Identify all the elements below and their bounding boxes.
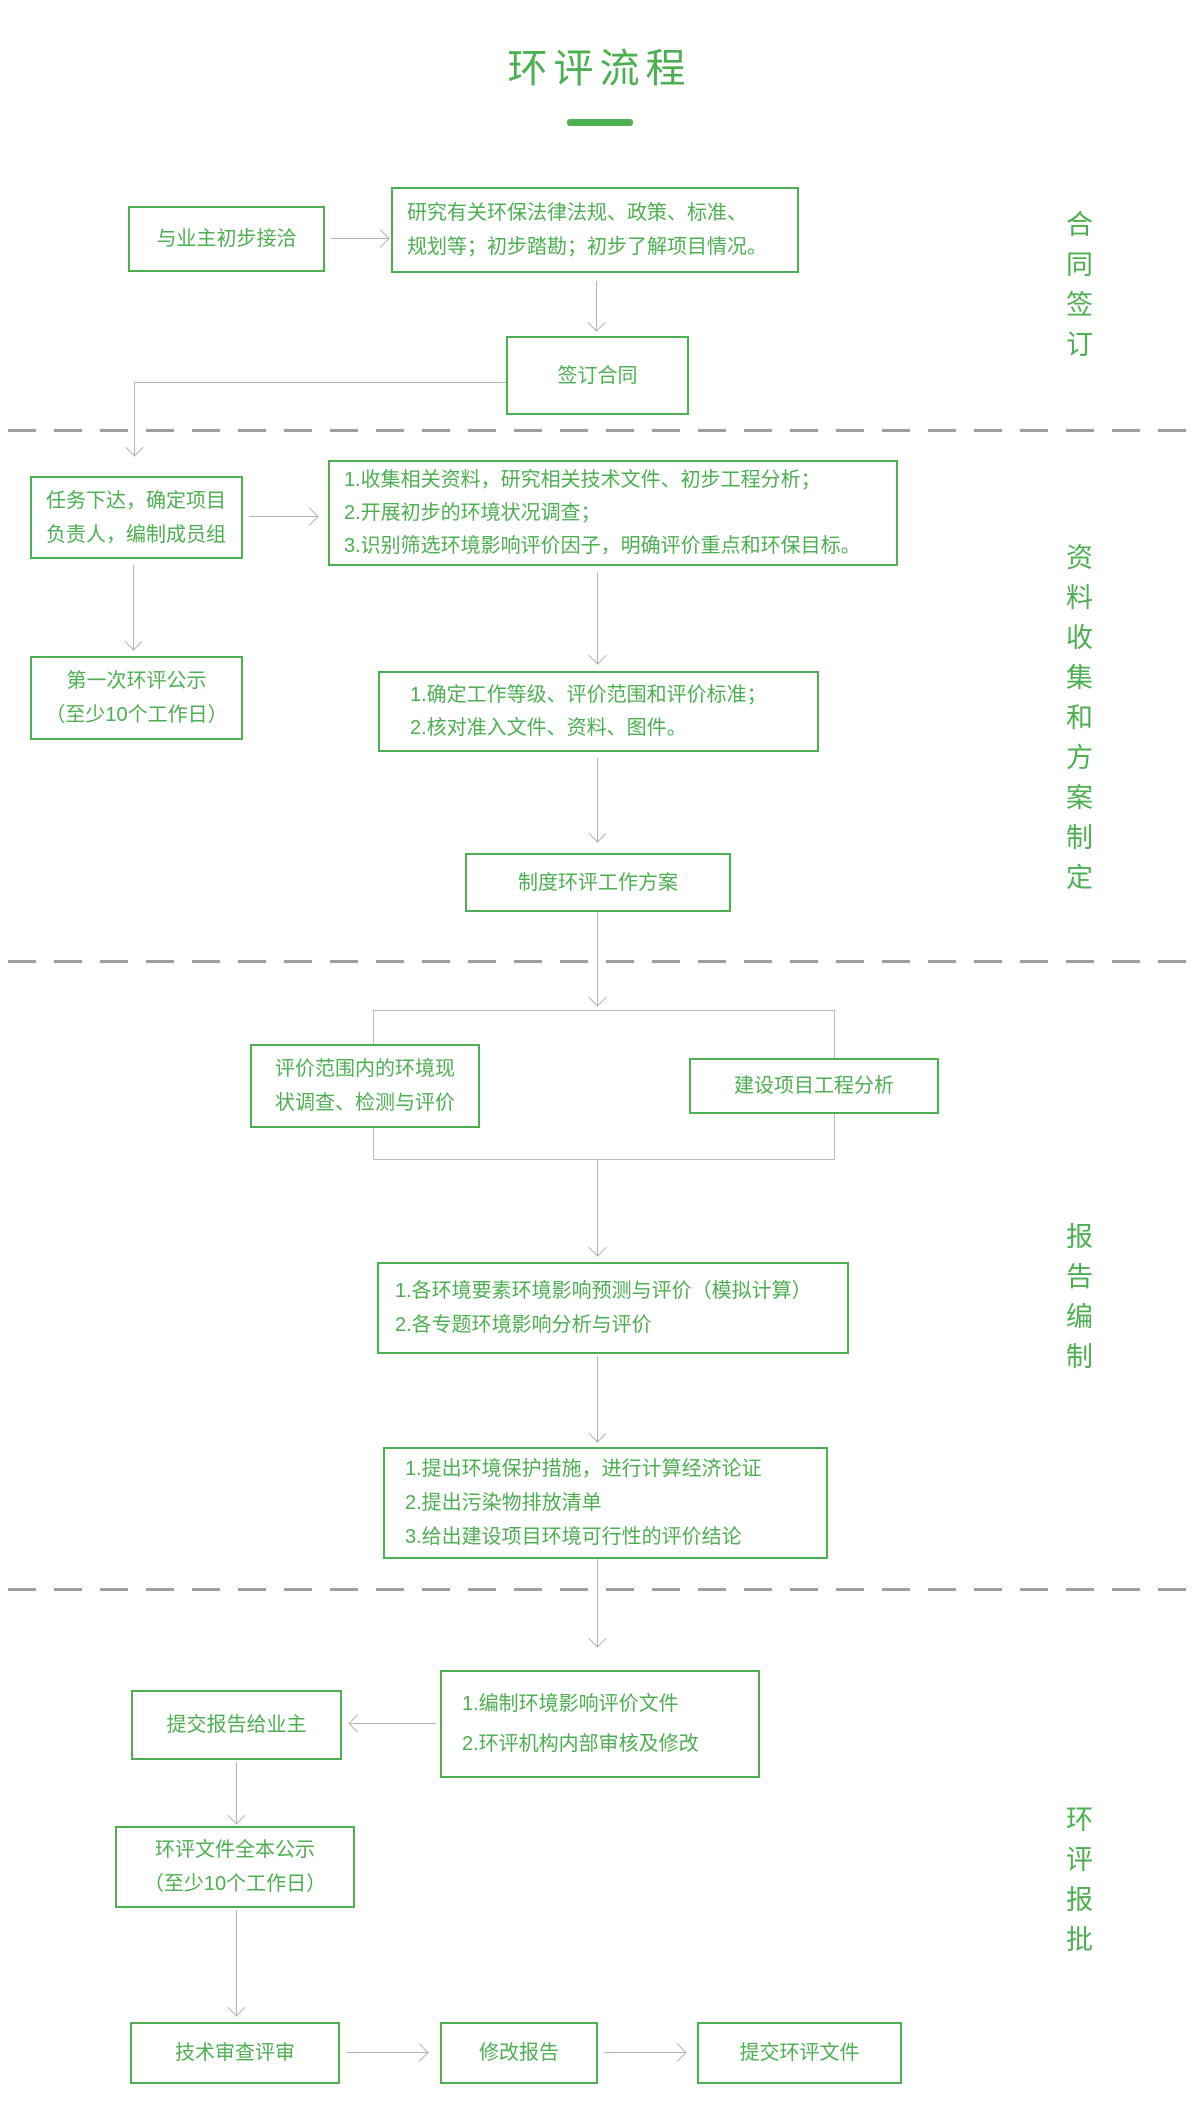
section-label-eia-approval: 环评报批	[1062, 1805, 1092, 1965]
box-protection-measures: 1.提出环境保护措施，进行计算经济论证 2.提出污染物排放清单 3.给出建设项目…	[383, 1447, 828, 1559]
box-text: 修改报告	[479, 2042, 559, 2064]
box-research-laws: 研究有关环保法律法规、政策、标准、 规划等；初步踏勘；初步了解项目情况。	[391, 187, 799, 273]
box-initial-contact: 与业主初步接洽	[128, 206, 325, 272]
section-divider	[8, 1588, 1191, 1591]
arrow-down-icon	[236, 1762, 237, 1824]
box-project-analysis: 建设项目工程分析	[689, 1058, 939, 1114]
box-task-assignment: 任务下达，确定项目 负责人，编制成员组	[30, 476, 243, 559]
box-text: 研究有关环保法律法规、政策、标准、	[407, 202, 747, 224]
arrow-down-icon	[597, 572, 598, 664]
box-status-survey: 评价范围内的环境现 状调查、检测与评价	[250, 1044, 480, 1128]
box-text: （至少10个工作日）	[143, 1873, 327, 1895]
arrow-right-icon	[604, 2052, 686, 2053]
box-text: （至少10个工作日）	[45, 704, 228, 726]
box-text: 提交报告给业主	[166, 1714, 307, 1736]
arrow-down-icon	[133, 565, 134, 650]
box-text: 与业主初步接洽	[156, 228, 297, 250]
box-text: 1.收集相关资料，研究相关技术文件、初步工程分析；	[344, 468, 821, 491]
box-text: 2.开展初步的环境状况调查；	[344, 501, 601, 524]
box-text: 3.给出建设项目环境可行性的评价结论	[405, 1526, 742, 1548]
box-impact-prediction: 1.各环境要素环境影响预测与评价（模拟计算） 2.各专题环境影响分析与评价	[377, 1262, 849, 1354]
box-text: 负责人，编制成员组	[46, 523, 226, 546]
arrow-down-icon	[597, 1356, 598, 1442]
arrow-down-icon	[597, 912, 598, 1006]
section-divider	[8, 960, 1191, 963]
arrow-down-icon	[597, 1559, 598, 1647]
box-revise-report: 修改报告	[440, 2022, 598, 2084]
box-text: 评价范围内的环境现	[275, 1058, 455, 1080]
box-text: 状调查、检测与评价	[275, 1092, 455, 1114]
box-determine-level: 1.确定工作等级、评价范围和评价标准； 2.核对准入文件、资料、图件。	[378, 671, 819, 752]
box-text: 2.提出污染物排放清单	[405, 1492, 602, 1514]
section-divider	[8, 429, 1191, 432]
arrow-left-icon	[349, 1723, 436, 1724]
box-text: 制度环评工作方案	[518, 871, 678, 894]
box-submit-to-owner: 提交报告给业主	[131, 1690, 342, 1760]
box-text: 2.核对准入文件、资料、图件。	[410, 716, 687, 739]
box-text: 任务下达，确定项目	[46, 489, 226, 512]
arrow-right-icon	[249, 516, 318, 517]
section-label-report-compilation: 报告编制	[1062, 1222, 1092, 1382]
box-collect-data: 1.收集相关资料，研究相关技术文件、初步工程分析； 2.开展初步的环境状况调查；…	[328, 460, 898, 566]
box-text: 第一次环评公示	[66, 670, 207, 692]
box-submit-eia-document: 提交环评文件	[697, 2022, 902, 2084]
arrow-right-icon	[331, 238, 389, 239]
arrow-down-icon	[597, 758, 598, 842]
arrow-down-icon	[134, 382, 135, 456]
connector-line	[134, 382, 506, 383]
box-text: 1.提出环境保护措施，进行计算经济论证	[405, 1458, 762, 1480]
box-compile-document: 1.编制环境影响评价文件 2.环评机构内部审核及修改	[440, 1670, 760, 1778]
page-title: 环评流程	[507, 47, 692, 91]
box-text: 技术审查评审	[175, 2042, 295, 2064]
arrow-right-icon	[346, 2052, 428, 2053]
box-first-publicity: 第一次环评公示 （至少10个工作日）	[30, 656, 243, 740]
box-text: 1.确定工作等级、评价范围和评价标准；	[410, 683, 767, 706]
box-text: 1.各环境要素环境影响预测与评价（模拟计算）	[395, 1280, 812, 1302]
box-text: 建设项目工程分析	[734, 1075, 894, 1097]
arrow-down-icon	[596, 281, 597, 331]
box-sign-contract: 签订合同	[506, 336, 689, 415]
title-underline	[567, 119, 633, 126]
box-text: 2.环评机构内部审核及修改	[462, 1733, 699, 1755]
box-text: 2.各专题环境影响分析与评价	[395, 1314, 652, 1336]
box-text: 3.识别筛选环境影响评价因子，明确评价重点和环保目标。	[344, 534, 861, 557]
arrow-down-icon	[236, 1910, 237, 2016]
box-text: 规划等；初步踏勘；初步了解项目情况。	[407, 236, 767, 258]
box-full-publicity: 环评文件全本公示 （至少10个工作日）	[115, 1826, 355, 1908]
box-work-plan: 制度环评工作方案	[465, 853, 731, 912]
box-text: 提交环评文件	[739, 2042, 860, 2064]
box-text: 1.编制环境影响评价文件	[462, 1693, 679, 1715]
box-technical-review: 技术审查评审	[130, 2022, 340, 2084]
arrow-down-icon	[597, 1160, 598, 1256]
box-text: 签订合同	[557, 364, 638, 387]
section-label-data-collection: 资料收集和方案制定	[1062, 543, 1092, 903]
box-text: 环评文件全本公示	[155, 1839, 315, 1861]
section-label-contract-signing: 合同签订	[1062, 210, 1092, 370]
